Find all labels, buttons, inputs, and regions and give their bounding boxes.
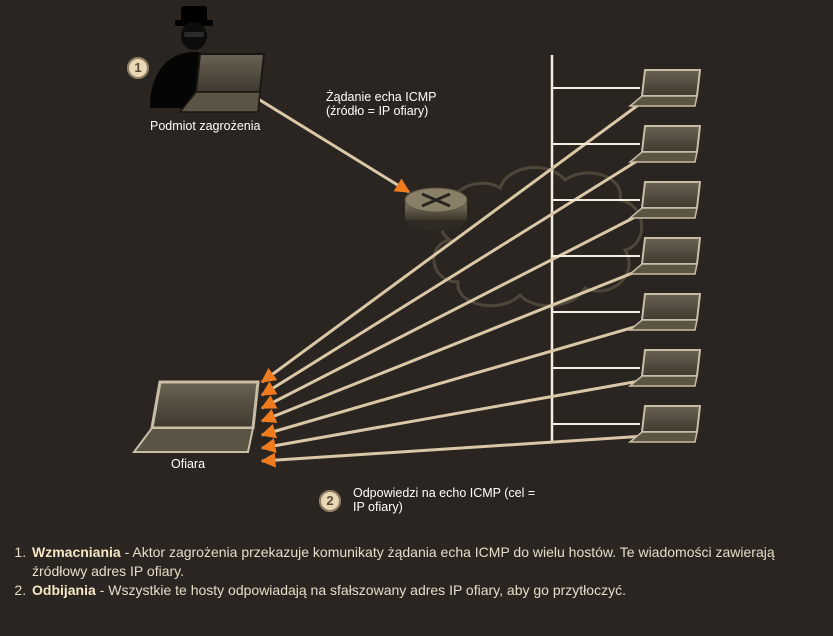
host-laptop-icon bbox=[627, 237, 702, 275]
step-1-text: - Aktor zagrożenia przekazuje komunikaty… bbox=[32, 544, 775, 579]
echo-reply-arrow-4 bbox=[260, 266, 646, 423]
host-laptop-icon bbox=[627, 181, 702, 219]
echo-reply-label: Odpowiedzi na echo ICMP (cel = IP ofiary… bbox=[353, 486, 535, 514]
echo-reply-arrow-7 bbox=[260, 434, 646, 468]
step-2-badge: 2 bbox=[319, 490, 341, 512]
echo-request-arrow bbox=[254, 95, 411, 194]
host-laptop-icon bbox=[627, 125, 702, 163]
echo-reply-arrow-2 bbox=[260, 154, 646, 397]
echo-reply-line2: IP ofiary) bbox=[353, 500, 403, 514]
step-1-item: Wzmacniania - Aktor zagrożenia przekazuj… bbox=[30, 543, 830, 581]
host-laptop-icon bbox=[627, 349, 702, 387]
router-icon bbox=[404, 187, 468, 231]
host-laptop-icon bbox=[627, 69, 702, 107]
step-2-item: Odbijania - Wszystkie te hosty odpowiada… bbox=[30, 581, 830, 600]
echo-request-label: Żądanie echa ICMP (źródło = IP ofiary) bbox=[326, 90, 436, 118]
echo-request-line1: Żądanie echa ICMP bbox=[326, 90, 437, 104]
echo-reply-arrow-1 bbox=[260, 98, 646, 384]
echo-reply-line1: Odpowiedzi na echo ICMP (cel = bbox=[353, 486, 536, 500]
host-laptop-icon bbox=[627, 293, 702, 331]
victim-laptop-icon bbox=[132, 380, 260, 453]
victim-label: Ofiara bbox=[171, 457, 206, 471]
hacker-with-laptop-icon bbox=[150, 6, 266, 113]
echo-reply-arrow-5 bbox=[260, 322, 646, 439]
step-1-badge: 1 bbox=[127, 57, 149, 79]
network-cloud-icon bbox=[432, 166, 644, 308]
step-2-text: - Wszystkie te hosty odpowiadają na sfał… bbox=[95, 582, 626, 598]
host-laptop-icon bbox=[627, 405, 702, 443]
attacker-label: Podmiot zagrożenia bbox=[150, 119, 261, 133]
hosts-group bbox=[260, 69, 702, 468]
step-2-term: Odbijania bbox=[32, 582, 96, 598]
echo-reply-arrow-3 bbox=[260, 210, 646, 410]
echo-reply-arrow-6 bbox=[260, 378, 646, 454]
echo-request-line2: (źródło = IP ofiary) bbox=[326, 104, 429, 118]
steps-list: Wzmacniania - Aktor zagrożenia przekazuj… bbox=[14, 543, 830, 600]
step-1-term: Wzmacniania bbox=[32, 544, 121, 560]
